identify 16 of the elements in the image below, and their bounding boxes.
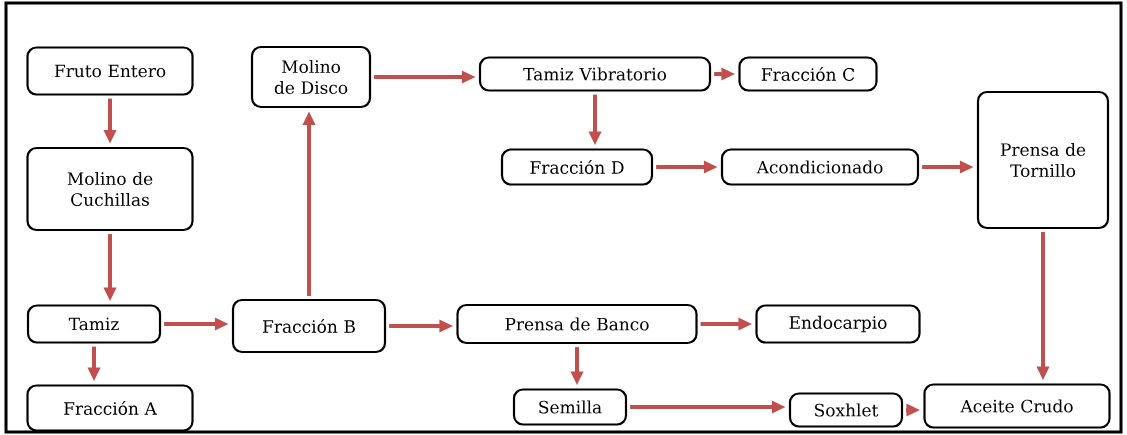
process-box: Soxhlet: [788, 392, 904, 428]
process-box: Fracción A: [26, 384, 194, 432]
process-box: Molino de Cuchillas: [26, 146, 194, 232]
process-box: Prensa de Tornillo: [976, 90, 1110, 230]
process-box: Semilla: [512, 388, 628, 426]
process-box: Tamiz Vibratorio: [478, 56, 712, 92]
process-box: Aceite Crudo: [923, 383, 1111, 429]
process-box: Tamiz: [26, 304, 162, 344]
process-box: Fracción C: [738, 56, 878, 92]
process-box: Fruto Entero: [26, 46, 194, 96]
process-box: Acondicionado: [720, 148, 920, 186]
process-box: Endocarpio: [755, 304, 921, 344]
process-box: Fracción D: [500, 148, 654, 186]
process-box: Molino de Disco: [250, 45, 372, 109]
process-box: Fracción B: [231, 298, 387, 354]
process-box: Prensa de Banco: [456, 303, 698, 345]
